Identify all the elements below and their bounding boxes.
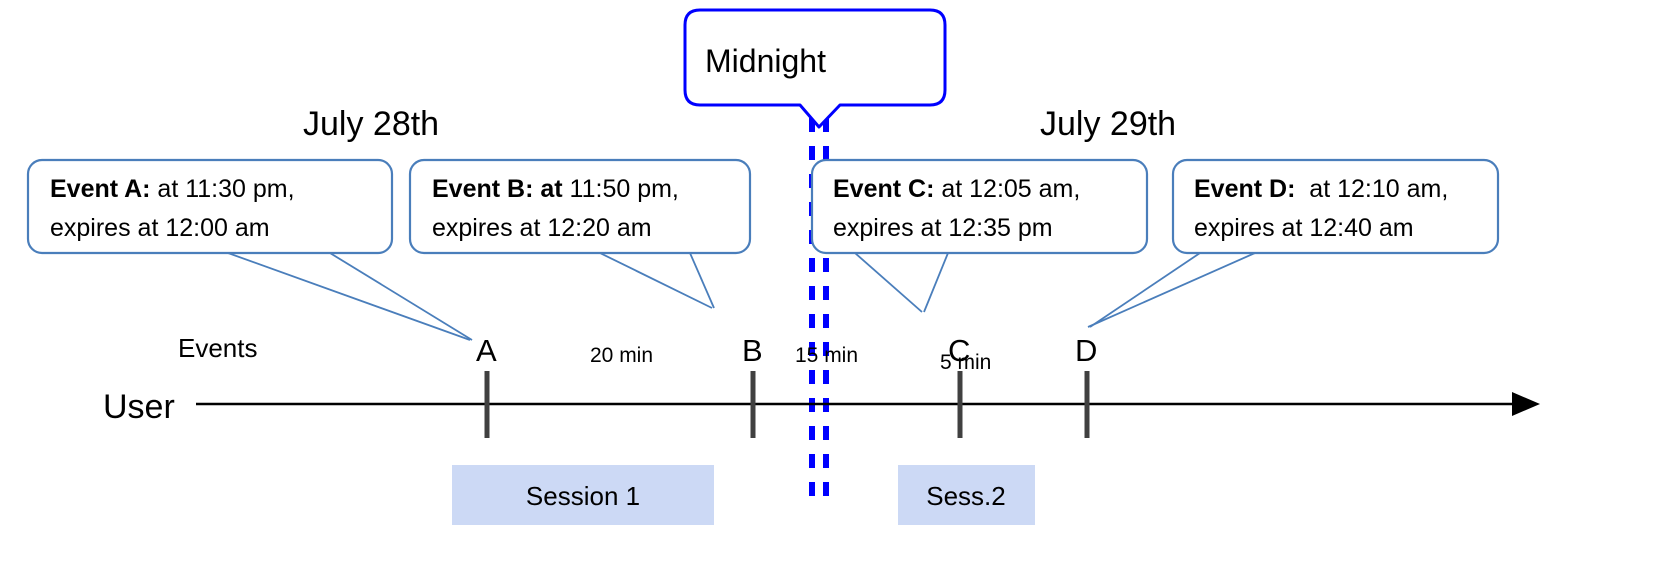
event-callout-b[interactable]: Event B: at 11:50 pm, expires at 12:20 a… — [408, 158, 752, 255]
event-letter-c: C — [948, 333, 970, 368]
event-callout-a-box — [26, 158, 394, 255]
leader-lines-group — [227, 252, 1256, 341]
leader-line-event-d-2 — [1089, 252, 1201, 328]
timeline-arrowhead-icon — [1512, 392, 1540, 416]
event-letter-a: A — [476, 333, 497, 368]
leader-line-event-a-2 — [329, 252, 473, 341]
event-callout-d-box — [1171, 158, 1500, 255]
event-callout-b-rest: 11:50 pm, — [563, 175, 679, 203]
event-callout-c[interactable]: Event C: at 12:05 am, expires at 12:35 p… — [810, 158, 1149, 255]
event-callout-a-bold: Event A: — [50, 175, 150, 203]
event-callout-a[interactable]: Event A: at 11:30 pm, expires at 12:00 a… — [26, 158, 394, 255]
event-letter-b: B — [742, 333, 763, 368]
event-callout-a-line2: expires at 12:00 am — [50, 214, 270, 242]
leader-line-event-b-1 — [599, 252, 713, 309]
midnight-callout[interactable]: Midnight — [683, 8, 947, 129]
session-block-1-rect — [452, 465, 714, 525]
event-callout-b-bold: Event B: at — [432, 175, 563, 203]
leader-line-event-c-1 — [854, 252, 923, 313]
event-callout-c-bold: Event C: — [833, 175, 934, 203]
event-callout-d-rest: at 12:10 am, — [1295, 175, 1448, 203]
session-block-1[interactable]: Session 1 — [452, 465, 714, 525]
date-label-july-29: July 29th — [1040, 105, 1176, 143]
session-block-2[interactable]: Sess.2 — [898, 465, 1035, 525]
leader-line-event-a-1 — [227, 252, 471, 341]
interval-label-a-b: 20 min — [590, 344, 653, 367]
leader-line-event-b-2 — [689, 252, 715, 309]
event-callout-c-line2: expires at 12:35 pm — [833, 214, 1053, 242]
event-ticks-group — [484, 371, 1090, 438]
date-label-july-28: July 28th — [303, 105, 439, 143]
interval-labels-group: 20 min 15 min 5 min — [590, 344, 991, 374]
midnight-callout-label: Midnight — [705, 43, 826, 79]
midnight-callout-shape — [683, 8, 947, 129]
leader-line-event-d-1 — [1087, 252, 1256, 328]
event-callout-a-rest: at 11:30 pm, — [150, 175, 294, 203]
leader-line-event-c-2 — [923, 252, 949, 313]
row-label-user: User — [103, 388, 175, 426]
session-block-2-rect — [898, 465, 1035, 525]
session-block-2-label: Sess.2 — [926, 481, 1006, 511]
event-callout-c-rest: at 12:05 am, — [934, 175, 1080, 203]
session-block-1-label: Session 1 — [526, 481, 640, 511]
event-letters-group: A B C D — [476, 333, 1097, 368]
timeline-axis-group — [196, 392, 1540, 416]
event-letter-d: D — [1075, 333, 1097, 368]
interval-label-b-c: 15 min — [795, 344, 858, 367]
event-callout-c-box — [810, 158, 1149, 255]
event-callout-d[interactable]: Event D: at 12:10 am, expires at 12:40 a… — [1171, 158, 1500, 255]
event-callout-c-line1: Event C: at 12:05 am, — [833, 175, 1080, 203]
event-callout-b-box — [408, 158, 752, 255]
date-labels-group: July 28th July 29th — [303, 105, 1176, 143]
event-callout-d-line2: expires at 12:40 am — [1194, 214, 1414, 242]
event-callout-b-line1: Event B: at 11:50 pm, — [432, 175, 679, 203]
event-callout-d-line1: Event D: at 12:10 am, — [1194, 175, 1448, 203]
event-callout-d-bold: Event D: — [1194, 175, 1295, 203]
row-label-events: Events — [178, 333, 258, 363]
event-callout-a-line1: Event A: at 11:30 pm, — [50, 175, 295, 203]
interval-label-c-d: 5 min — [940, 351, 991, 374]
event-callout-b-line2: expires at 12:20 am — [432, 214, 652, 242]
